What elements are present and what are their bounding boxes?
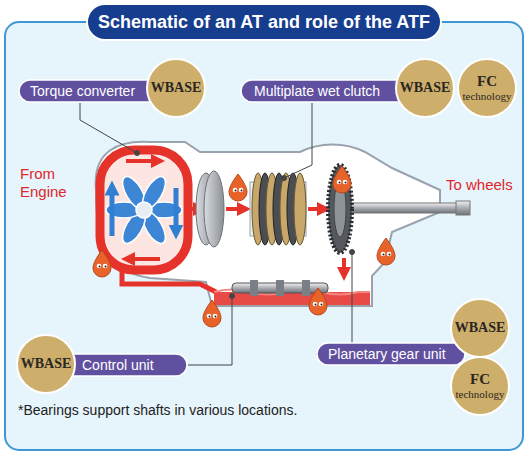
product-name: WBASE (21, 357, 72, 371)
transmission-housing (96, 142, 440, 306)
part-label-pill: Multiplate wet clutch (240, 79, 410, 103)
oil-droplet-mascots (377, 238, 395, 265)
badge-circle (458, 59, 516, 117)
torque-converter-symbol (110, 188, 115, 236)
label-pill (317, 343, 465, 365)
torque-converter-symbol (100, 150, 188, 270)
product-badge-circle: WBASE (395, 58, 455, 118)
oil-circuit (122, 268, 216, 292)
oil-droplet-mascots (333, 166, 351, 193)
torque-converter-symbol (126, 159, 158, 163)
badge-circle (17, 335, 75, 393)
planetary-gear-symbol (328, 165, 352, 253)
badge-circle (147, 59, 205, 117)
badge-circle (451, 357, 509, 415)
wet-clutch-pack (294, 173, 306, 245)
control-valve (276, 280, 284, 296)
part-name: Torque converter (30, 83, 135, 99)
product-name: FC technology (451, 371, 509, 401)
leader-lines (284, 103, 312, 178)
product-badge-circle: WBASE (146, 58, 206, 118)
product-badge-circle: WBASE (16, 334, 76, 394)
torque-converter-symbol (100, 150, 188, 270)
flow-arrows (308, 207, 324, 211)
oil-droplet-mascots (309, 288, 327, 315)
wet-clutch-pack (250, 173, 306, 245)
leader-lines (188, 296, 232, 365)
label-pill (241, 80, 409, 102)
footnote: *Bearings support shafts in various loca… (18, 402, 297, 419)
control-valve (250, 280, 258, 296)
part-label-pill: Control unit (60, 353, 188, 377)
part-name: Multiplate wet clutch (254, 83, 380, 99)
leader-lines (316, 252, 352, 354)
part-name: Control unit (82, 357, 154, 373)
part-label-pill: Planetary gear unit (316, 342, 466, 366)
pump-disc (204, 171, 224, 247)
leader-lines (80, 103, 137, 153)
torque-converter-symbol (136, 202, 152, 218)
product-badge-circle: FC technology (450, 356, 510, 416)
planetary-gear-symbol (328, 165, 352, 253)
torque-converter-symbol (128, 257, 160, 261)
product-badge-circle: FC technology (457, 58, 517, 118)
badge-circle (451, 299, 509, 357)
product-badge-circle: WBASE (450, 298, 510, 358)
product-name: WBASE (400, 81, 451, 95)
input-label: From Engine (20, 165, 78, 201)
background-panel (5, 22, 523, 450)
output-label: To wheels (446, 176, 513, 194)
oil-circuit (122, 268, 370, 305)
oil-droplet-mascots (93, 166, 395, 327)
product-name: FC technology (458, 73, 516, 103)
title-text: Schematic of an AT and role of the ATF (98, 12, 430, 33)
leader-lines (230, 294, 235, 299)
leader-lines (135, 151, 140, 156)
oil-droplet-mascots (93, 250, 111, 277)
product-name: WBASE (151, 81, 202, 95)
output-shaft (350, 201, 470, 215)
pump-disc (196, 171, 224, 247)
part-name: Planetary gear unit (328, 346, 446, 362)
torque-converter-symbol (174, 188, 179, 232)
flow-arrows (226, 207, 244, 211)
transmission-housing (96, 142, 440, 306)
title-banner: Schematic of an AT and role of the ATF (86, 3, 442, 41)
badge-circle (396, 59, 454, 117)
leader-lines (80, 103, 355, 365)
control-valve (302, 280, 310, 296)
oil-droplet-mascots (203, 300, 221, 327)
leader-lines (282, 176, 287, 181)
torque-converter-symbol (106, 173, 182, 247)
output-shaft (350, 203, 462, 213)
label-pill (61, 354, 187, 376)
flow-arrows (342, 258, 346, 274)
product-name: WBASE (455, 321, 506, 335)
leader-lines (350, 250, 355, 255)
output-shaft (456, 201, 470, 215)
oil-droplet-mascots (229, 174, 247, 201)
